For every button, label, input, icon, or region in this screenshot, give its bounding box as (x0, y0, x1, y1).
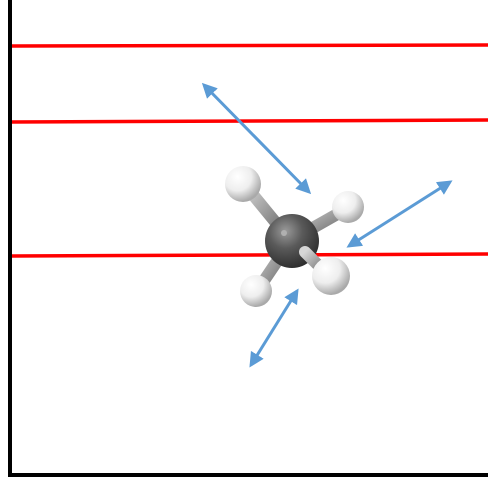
level-line-top (11, 43, 489, 48)
carbon-atom-highlight (281, 230, 287, 236)
motion-arrow-upper-left (201, 82, 312, 195)
motion-arrow-lower-left (249, 288, 299, 368)
hydrogen-atom-upper-left (225, 166, 261, 202)
hydrogen-atom-lower-right (312, 257, 350, 295)
hydrogen-atom-lower-left (240, 275, 272, 307)
hydrogen-atom-upper-right (332, 191, 364, 223)
level-line-bottom (11, 252, 489, 258)
level-line-middle (11, 118, 489, 124)
motion-arrow-right (346, 180, 453, 248)
methane-molecule (225, 166, 364, 307)
